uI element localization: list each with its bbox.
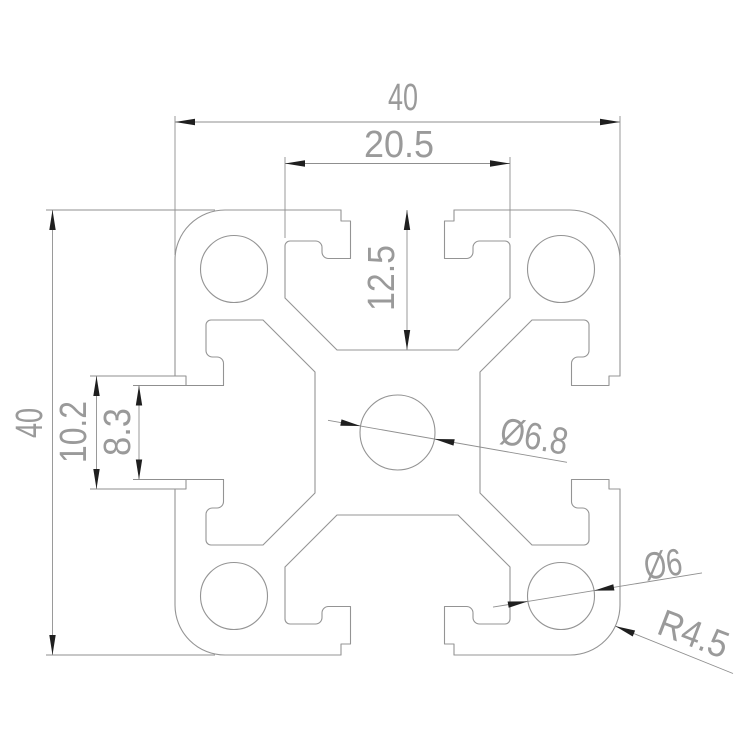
dimension-arrowhead	[507, 601, 528, 608]
profile-slot-left	[174, 319, 316, 546]
dimension-arrowhead	[175, 118, 195, 126]
leader-corner-bore: Ø6	[492, 541, 703, 608]
dimension-label-slot-depth: 12.5	[361, 245, 403, 311]
dimension-arrowhead	[49, 635, 56, 655]
profile-slot-bottom	[284, 514, 511, 656]
dimension-label-overall-height: 40	[9, 408, 51, 438]
dimension-arrowhead	[403, 210, 411, 230]
dimension-arrowhead	[594, 584, 615, 591]
dimension-arrowhead	[93, 376, 100, 396]
dimension-arrowhead	[135, 385, 143, 406]
profile-outline	[174, 209, 621, 656]
dimension-arrowhead	[434, 439, 455, 446]
corner-bore-hole-top-right	[526, 234, 596, 304]
dimension-arrowhead	[285, 160, 305, 167]
dimension-arrowhead	[615, 626, 636, 637]
dimension-slot-void-width: 20.5	[284, 124, 511, 238]
dimension-arrowheads	[49, 118, 636, 655]
dimension-arrowhead	[49, 210, 56, 230]
corner-bore-hole-bottom-right	[526, 561, 596, 631]
dimension-label-overall-width: 40	[388, 77, 418, 119]
dimension-slot-depth: 12.5	[361, 210, 408, 350]
dimension-arrowhead	[600, 118, 620, 126]
dimension-arrowhead	[403, 330, 411, 350]
dimension-arrowhead	[93, 469, 100, 489]
corner-bore-hole-bottom-left	[199, 561, 269, 631]
dimension-arrowhead	[490, 160, 510, 167]
dimension-label-center-bore: Ø6.8	[497, 411, 571, 464]
leader-line	[615, 625, 734, 674]
center-bore-hole	[359, 394, 436, 471]
leader-center-bore: Ø6.8	[327, 411, 571, 464]
dimension-arrowhead	[135, 459, 143, 480]
dimension-label-slot-opening-outer: 10.2	[53, 401, 95, 463]
dimension-label-slot-opening-inner: 8.3	[97, 408, 139, 456]
dimension-overall-height: 40	[9, 209, 215, 656]
dimension-arrowhead	[340, 419, 361, 426]
leader-corner-radius: R4.5	[615, 602, 734, 674]
dimension-label-corner-bore: Ø6	[641, 541, 685, 588]
dimension-slot-opening-inner: 8.3	[97, 385, 224, 480]
dimension-label-slot-void-width: 20.5	[364, 124, 434, 166]
corner-bore-hole-top-left	[199, 234, 269, 304]
dimension-overall-width: 40	[174, 77, 621, 255]
